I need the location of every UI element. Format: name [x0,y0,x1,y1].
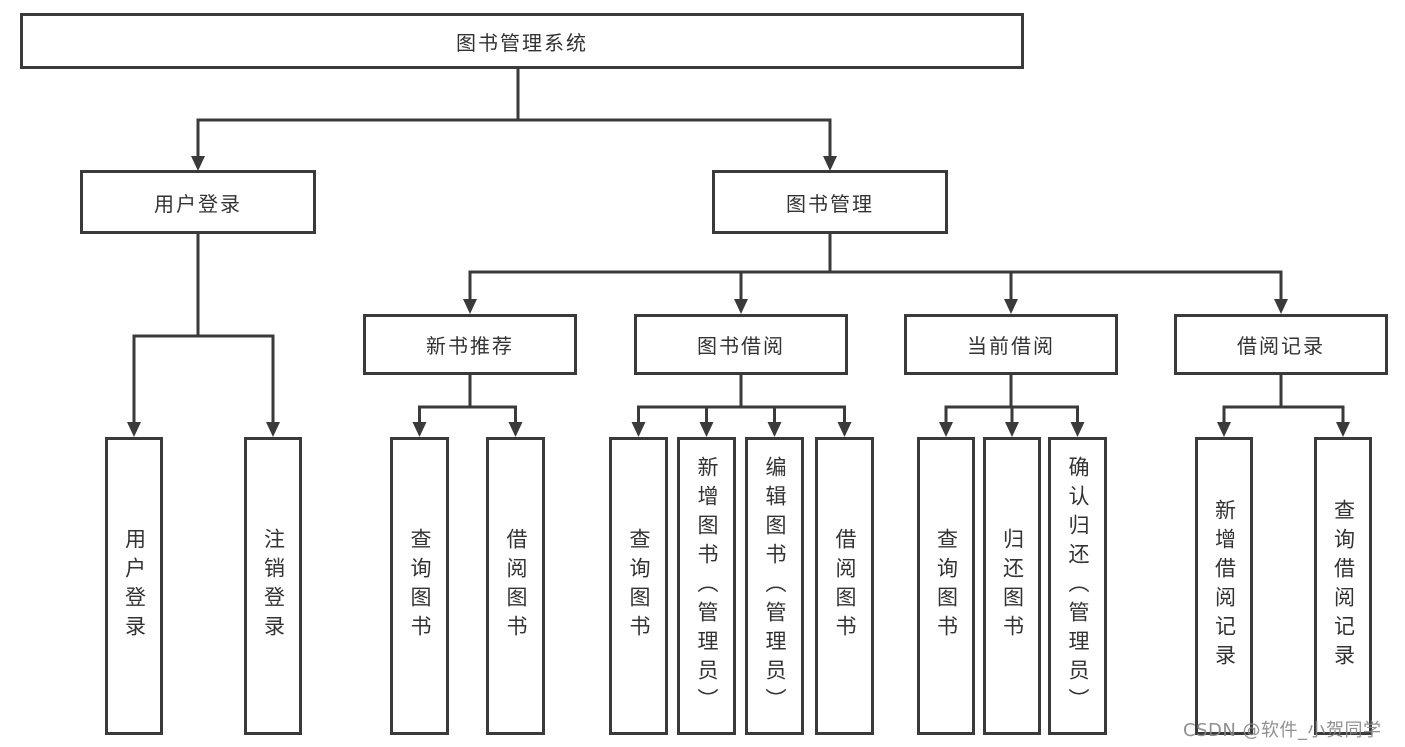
leaf-current-confirm-return: 确认归还（管理员） [1048,437,1107,735]
leaf-current-query-book-label: 查询图书 [934,528,959,644]
leaf-recommend-borrow-book: 借阅图书 [486,437,545,735]
node-user-login: 用户登录 [80,170,316,234]
leaf-logout-label: 注销登录 [261,528,286,644]
node-root-label: 图书管理系统 [456,30,588,55]
node-book-management: 图书管理 [712,170,948,234]
leaf-current-return-book: 归还图书 [983,437,1041,735]
leaf-borrowing-add-book-label: 新增图书（管理员） [695,455,719,717]
watermark: CSDN @软件_小贺同学 [1183,720,1382,741]
node-root: 图书管理系统 [20,13,1024,69]
leaf-borrowing-edit-book: 编辑图书（管理员） [745,437,804,735]
leaf-borrowing-borrow-book-label: 借阅图书 [833,528,857,644]
leaf-recommend-query-book-label: 查询图书 [408,528,432,644]
node-new-book-recommend: 新书推荐 [363,314,577,375]
node-book-borrowing: 图书借阅 [634,314,848,375]
leaf-current-query-book: 查询图书 [917,437,975,735]
node-user-login-label: 用户登录 [154,191,242,216]
leaf-borrowing-add-book: 新增图书（管理员） [677,437,736,735]
node-borrowing-records: 借阅记录 [1174,314,1388,375]
leaf-recommend-query-book: 查询图书 [390,437,449,735]
node-current-borrowing-label: 当前借阅 [967,334,1055,358]
leaf-recommend-borrow-book-label: 借阅图书 [504,528,528,644]
leaf-current-return-book-label: 归还图书 [1000,528,1025,644]
node-new-book-recommend-label: 新书推荐 [426,334,514,358]
node-book-borrowing-label: 图书借阅 [697,334,785,358]
leaf-records-add-record-label: 新增借阅记录 [1212,499,1237,673]
leaf-current-confirm-return-label: 确认归还（管理员） [1066,455,1090,717]
leaf-borrowing-borrow-book: 借阅图书 [815,437,874,735]
leaf-records-query-record-label: 查询借阅记录 [1331,499,1356,673]
leaf-borrowing-query-book-label: 查询图书 [627,528,651,644]
leaf-borrowing-query-book: 查询图书 [609,437,668,735]
node-current-borrowing: 当前借阅 [904,314,1118,375]
leaf-logout: 注销登录 [244,437,302,735]
node-book-management-label: 图书管理 [786,191,874,216]
leaf-user-login: 用户登录 [105,437,163,735]
leaf-user-login-label: 用户登录 [122,528,147,644]
leaf-records-query-record: 查询借阅记录 [1314,437,1372,735]
leaf-borrowing-edit-book-label: 编辑图书（管理员） [763,455,787,717]
leaf-records-add-record: 新增借阅记录 [1195,437,1253,735]
node-borrowing-records-label: 借阅记录 [1237,334,1325,358]
